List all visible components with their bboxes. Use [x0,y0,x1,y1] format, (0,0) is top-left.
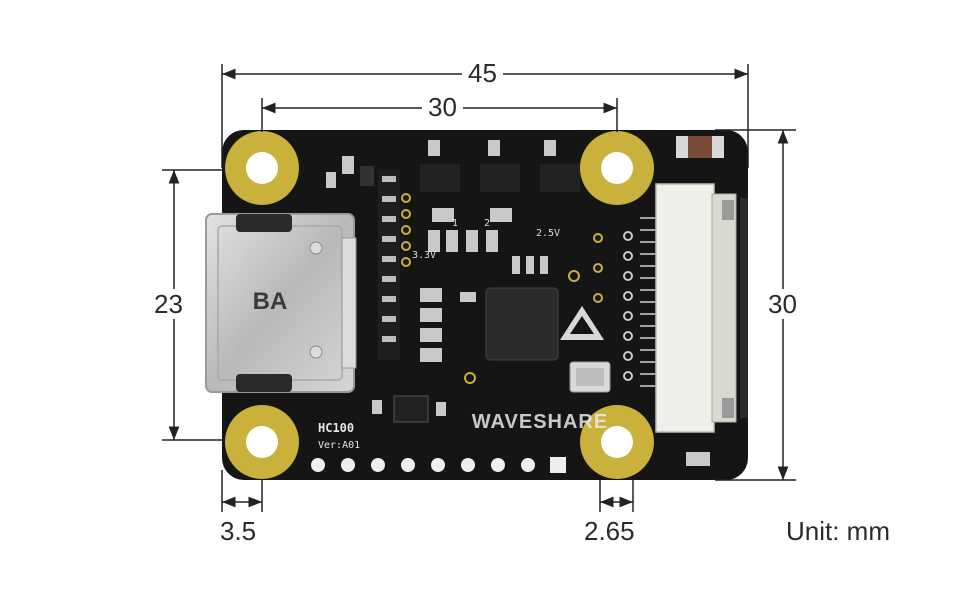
brand-watermark: WAVESHARE [472,411,608,433]
unit-label: Unit: mm [786,516,890,546]
board-model: HC100 [318,421,354,435]
mounting-hole-top-left [225,131,299,205]
fpc-ribbon-connector [623,183,748,433]
hdmi-connector: BA [205,213,357,393]
silk-1-label: 1 [452,218,458,229]
connector-marking: BA [253,288,288,315]
mounting-hole-bottom-left [225,405,299,479]
crystal-oscillator [569,361,611,393]
silk-2v5-label: 2.5V [536,228,560,239]
esd-warning-icon [560,306,604,340]
dim-label-hole-offset: 3.5 [214,516,263,546]
via-column [401,193,603,384]
silk-3v3-label: 3.3V [412,250,436,261]
pin-header-pads [311,457,566,473]
dim-label-hole-spacing-y: 23 [148,289,189,319]
smd-components [326,136,724,466]
mounting-hole-top-right [580,131,654,205]
smd-pin-rows-left [378,170,400,360]
dim-label-overall-width: 45 [462,58,503,88]
dim-label-right-hole-offset: 2.65 [578,516,641,546]
mounting-hole-bottom-right [580,405,654,479]
board-version: Ver:A01 [318,440,360,451]
dimension-lines [162,64,796,512]
dim-label-hole-spacing-x: 30 [422,92,463,122]
pcb-board: BA [205,130,748,480]
main-ic-chip [485,287,559,361]
silk-2-label: 2 [484,218,490,229]
dim-label-overall-height: 30 [762,289,803,319]
